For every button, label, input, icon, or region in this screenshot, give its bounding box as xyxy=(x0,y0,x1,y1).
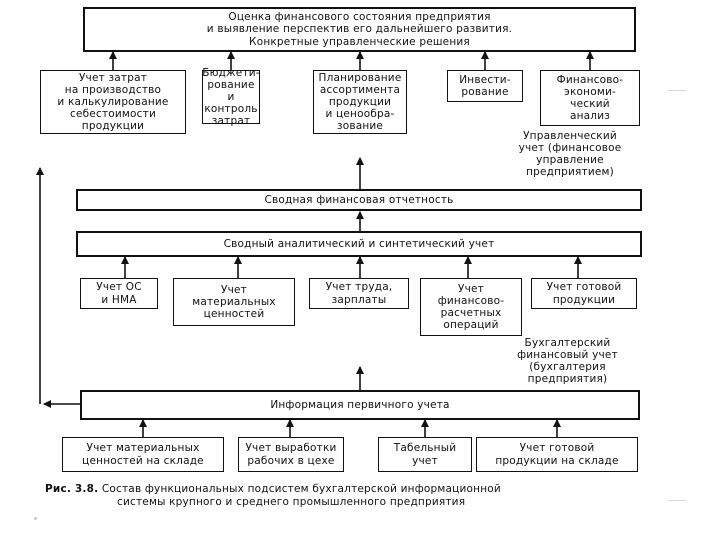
top-box: Оценка финансового состояния предприятия… xyxy=(83,7,636,52)
caption-label: Рис. 3.8. xyxy=(45,483,99,495)
acc-materials-box: Учет материальных ценностей xyxy=(173,278,295,326)
mgmt-analysis-box: Финансово- экономи- ческий анализ xyxy=(540,70,640,126)
primary-info-box: Информация первичного учета xyxy=(80,390,640,420)
accounting-label: Бухгалтерский финансовый учет (бухгалтер… xyxy=(517,337,618,386)
figure-caption: Рис. 3.8. Состав функциональных подсисте… xyxy=(45,483,685,508)
mgmt-cost-box: Учет затрат на производство и калькулиро… xyxy=(40,70,186,134)
mgmt-budget-box: Бюджети- рование и контроль затрат xyxy=(202,66,260,128)
faint-mark-1 xyxy=(668,90,686,91)
summary-reporting-box: Сводная финансовая отчетность xyxy=(76,189,642,211)
acc-labor-box: Учет труда, зарплаты xyxy=(309,278,409,309)
acc-fa-box: Учет ОС и НМА xyxy=(80,278,158,309)
acc-settlements-box: Учет финансово- расчетных операций xyxy=(420,278,522,336)
faint-mark-2 xyxy=(668,500,686,501)
mgmt-invest-box: Инвести- рование xyxy=(447,70,523,102)
faint-dot xyxy=(34,517,37,520)
prim-timesheet-box: Табельный учет xyxy=(378,437,472,472)
management-label: Управленческий учет (финансовое управлен… xyxy=(518,130,622,179)
caption-line2: системы крупного и среднего промышленног… xyxy=(117,495,466,508)
prim-finished-wh-box: Учет готовой продукции на складе xyxy=(476,437,638,472)
mgmt-planning-box: Планирование ассортимента продукции и це… xyxy=(313,70,407,134)
caption-line1: Состав функциональных подсистем бухгалте… xyxy=(101,483,501,495)
acc-finished-box: Учет готовой продукции xyxy=(531,278,637,309)
prim-output-box: Учет выработки рабочих в цехе xyxy=(238,437,344,472)
summary-accounting-box: Сводный аналитический и синтетический уч… xyxy=(76,231,642,257)
prim-warehouse-box: Учет материальных ценностей на складе xyxy=(62,437,224,472)
